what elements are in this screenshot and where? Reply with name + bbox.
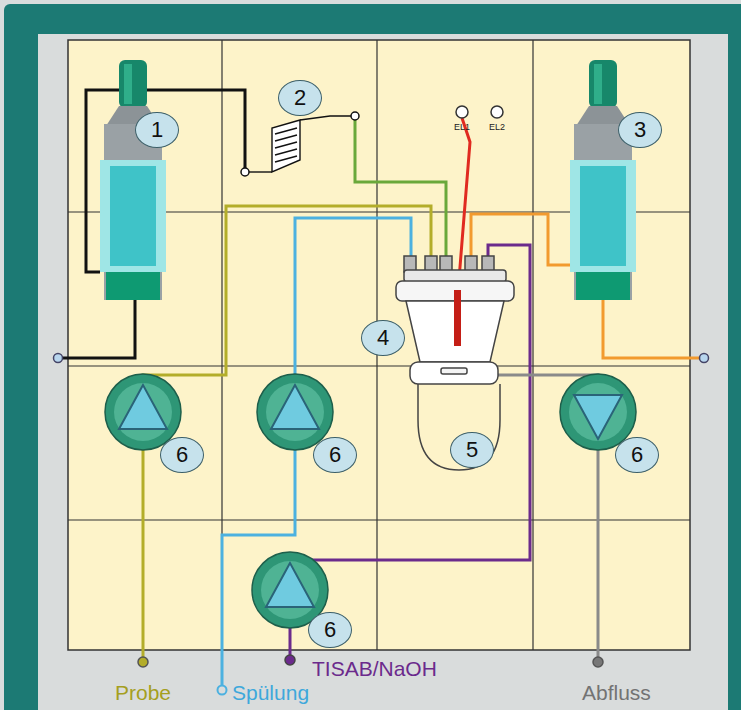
callout-number: 6: [308, 612, 352, 648]
callout-number: 6: [160, 437, 204, 473]
callout-number: 2: [278, 80, 322, 116]
inner-panel: [38, 34, 728, 710]
port-label: Probe: [115, 682, 171, 703]
callout-number: 6: [313, 437, 357, 473]
green-wire: [355, 120, 446, 262]
port-label: Spülung: [232, 682, 309, 703]
outer-frame: [4, 4, 741, 710]
pump: [257, 374, 333, 450]
electrode-name: EL2: [489, 123, 505, 132]
black-wire: [58, 300, 135, 358]
orange-tube: [603, 300, 700, 358]
callout-number: 4: [361, 320, 405, 356]
callout-number: 3: [618, 112, 662, 148]
rinse-tube: [222, 218, 411, 688]
port-label: Abfluss: [582, 682, 651, 703]
callout-number: 5: [450, 432, 494, 468]
electrode-name: EL1: [454, 123, 470, 132]
burette-3: [570, 60, 636, 300]
callout-number: 6: [615, 437, 659, 473]
port-label: TISAB/NaOH: [312, 658, 437, 679]
measuring-cell: [396, 256, 514, 470]
burette-1: [100, 60, 166, 300]
sample-tube: [143, 206, 431, 660]
callout-number: 1: [135, 112, 179, 148]
stirrer-symbol: [249, 116, 351, 172]
